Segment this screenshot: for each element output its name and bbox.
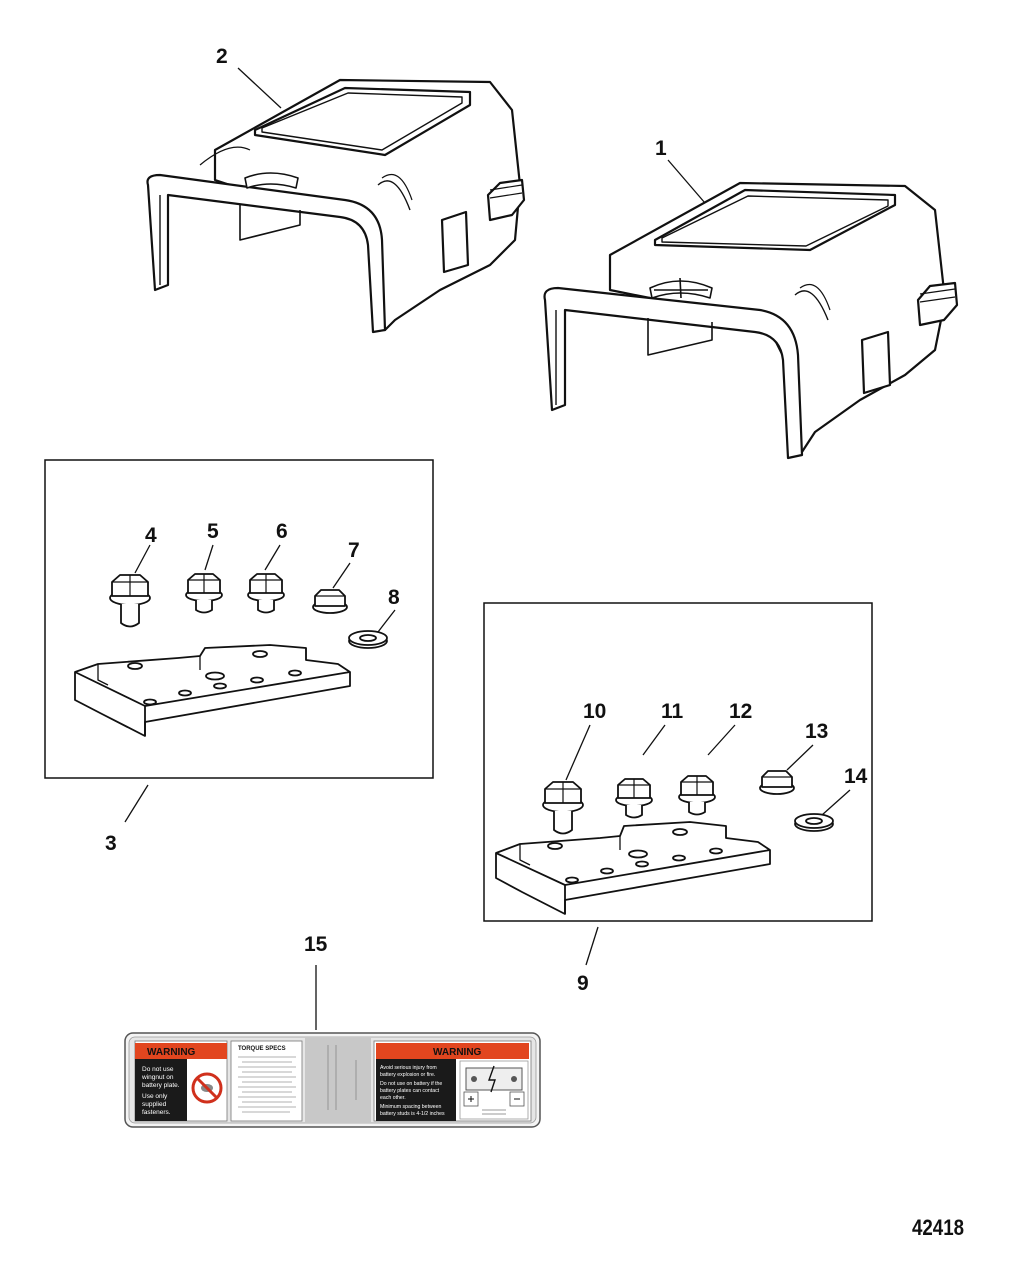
callout-12: 12 [729, 700, 752, 723]
callout-2: 2 [216, 45, 228, 68]
bolt-item-11 [615, 778, 653, 819]
bolt-item-4 [109, 574, 151, 628]
decal-left-line-6: fasteners. [142, 1109, 171, 1116]
decal-right-line-5: each other. [380, 1095, 406, 1101]
leader-lines [124, 67, 851, 1030]
callout-1: 1 [655, 137, 667, 160]
callout-3: 3 [105, 832, 117, 855]
decal-left-line-5: supplied [142, 1101, 167, 1108]
callout-10: 10 [583, 700, 606, 723]
decal-left-line-3: battery plate. [142, 1082, 180, 1089]
decal-right-line-7: battery studs is 4-1/2 inches [380, 1111, 445, 1117]
decal-left-line-4: Use only [142, 1093, 168, 1100]
decal-right-line-6: Minimum spacing between [380, 1104, 442, 1110]
figure-number: 42418 [912, 1215, 965, 1240]
callout-9: 9 [577, 972, 589, 995]
callout-11: 11 [661, 700, 684, 723]
callout-6: 6 [276, 520, 288, 543]
decal-left-line-2: wingnut on [141, 1074, 174, 1081]
battery-cover-item-2 [146, 78, 526, 334]
callout-8: 8 [388, 586, 400, 609]
battery-cover-item-1 [543, 181, 959, 460]
decal-right-line-3: Do not use on battery if the [380, 1081, 442, 1087]
battery-spacing-icon [459, 1060, 529, 1120]
decal-right-line-1: Avoid serious injury from [380, 1065, 437, 1071]
decal-warning-left: WARNING [147, 1047, 196, 1058]
callout-numbers: 2 1 4 5 6 7 8 3 10 11 12 13 14 9 15 [105, 45, 868, 995]
bolt-item-5 [185, 573, 223, 614]
warning-decal-item-15: WARNING Do not use wingnut on battery pl… [124, 1032, 541, 1128]
battery-plate-kit-1 [74, 644, 351, 737]
washer-item-8 [348, 630, 388, 649]
nut-item-13 [759, 770, 795, 795]
callout-5: 5 [207, 520, 219, 543]
bolt-item-10 [542, 781, 584, 835]
callout-15: 15 [304, 933, 328, 956]
decal-torque-title: TORQUE SPECS [238, 1046, 286, 1052]
battery-plate-kit-2 [495, 821, 771, 915]
no-wingnut-icon [191, 1072, 223, 1104]
nut-item-7 [312, 589, 348, 614]
callout-14: 14 [844, 765, 868, 788]
decal-left-line-1: Do not use [142, 1066, 174, 1073]
hardware-kit-1 [74, 573, 388, 737]
decal-right-line-2: battery explosion or fire. [380, 1072, 435, 1078]
decal-right-line-4: battery plates can contact [380, 1088, 440, 1094]
kit-box-item-3 [44, 459, 434, 779]
callout-7: 7 [348, 539, 360, 562]
kit-box-item-9 [483, 602, 873, 922]
callout-4: 4 [145, 524, 157, 547]
bolt-item-6 [247, 573, 285, 614]
hardware-kit-2 [495, 770, 834, 915]
decal-warning-right: WARNING [433, 1047, 482, 1058]
callout-13: 13 [805, 720, 828, 743]
washer-item-14 [794, 813, 834, 832]
bolt-item-12 [678, 775, 716, 816]
